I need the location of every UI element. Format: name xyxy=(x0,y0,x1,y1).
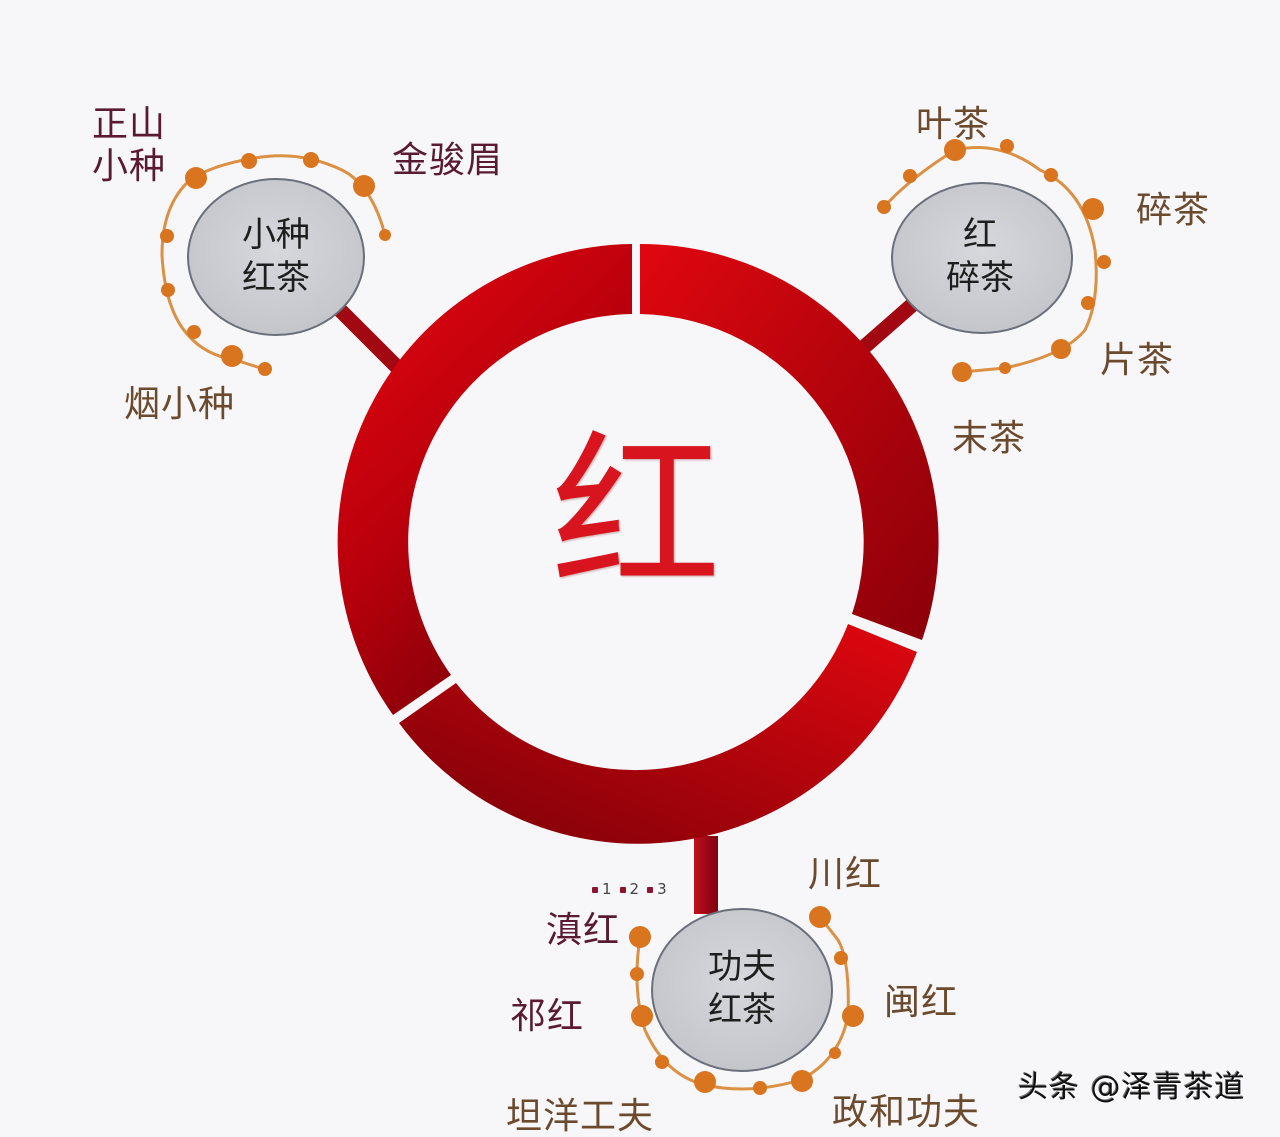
legend: 1 2 3 xyxy=(592,880,667,898)
ring-segment-bottom xyxy=(399,624,917,844)
subtype-chuanhong: 川红 xyxy=(808,854,883,895)
subtype-tanyang-gongfu: 坦洋工夫 xyxy=(506,1096,655,1137)
node-title-xiaozhong: 小种 红茶 xyxy=(242,215,310,298)
legend-dot-icon xyxy=(619,886,626,893)
subtype-suicha: 碎茶 xyxy=(1136,190,1211,231)
node-title-gongfu: 功夫 红茶 xyxy=(708,947,776,1030)
bead-arc-gongfu xyxy=(629,906,864,1095)
subtype-piancha: 片茶 xyxy=(1100,340,1175,381)
node-circle-gongfu[interactable] xyxy=(651,908,833,1072)
node-title-suicha: 红 碎茶 xyxy=(946,215,1014,298)
subtype-yecha: 叶茶 xyxy=(916,104,991,145)
connector-gongfu xyxy=(694,836,718,914)
connector-xiaozhong xyxy=(334,304,408,378)
subtype-mocha: 末茶 xyxy=(952,418,1027,459)
legend-item-1: 1 xyxy=(592,880,612,898)
center-label: 红 xyxy=(550,416,721,614)
node-circle-xiaozhong[interactable] xyxy=(187,178,365,336)
ring-segment-left xyxy=(337,244,632,715)
subtype-minhong: 闽红 xyxy=(884,982,959,1023)
bead-arc-suicha xyxy=(877,139,1111,382)
legend-dot-icon xyxy=(647,886,654,893)
legend-item-3: 3 xyxy=(647,880,667,898)
legend-dot-icon xyxy=(592,886,598,893)
node-circle-suicha[interactable] xyxy=(891,182,1073,334)
watermark: 头条 @泽青茶道 xyxy=(1018,1070,1246,1105)
subtype-qihong: 祁红 xyxy=(510,996,585,1037)
subtype-zhengshan-xiaozhong: 正山 小种 xyxy=(92,104,167,188)
subtype-zhenghe-gongfu: 政和功夫 xyxy=(832,1092,981,1133)
ring-segment-right xyxy=(640,243,939,640)
subtype-yanxiaozhong: 烟小种 xyxy=(124,384,236,425)
bead-arc-xiaozhong xyxy=(160,152,391,376)
main-ring xyxy=(337,243,939,844)
legend-item-2: 2 xyxy=(619,880,639,898)
subtype-dianhong: 滇红 xyxy=(546,910,621,951)
subtype-jinjunmei: 金骏眉 xyxy=(392,140,504,181)
